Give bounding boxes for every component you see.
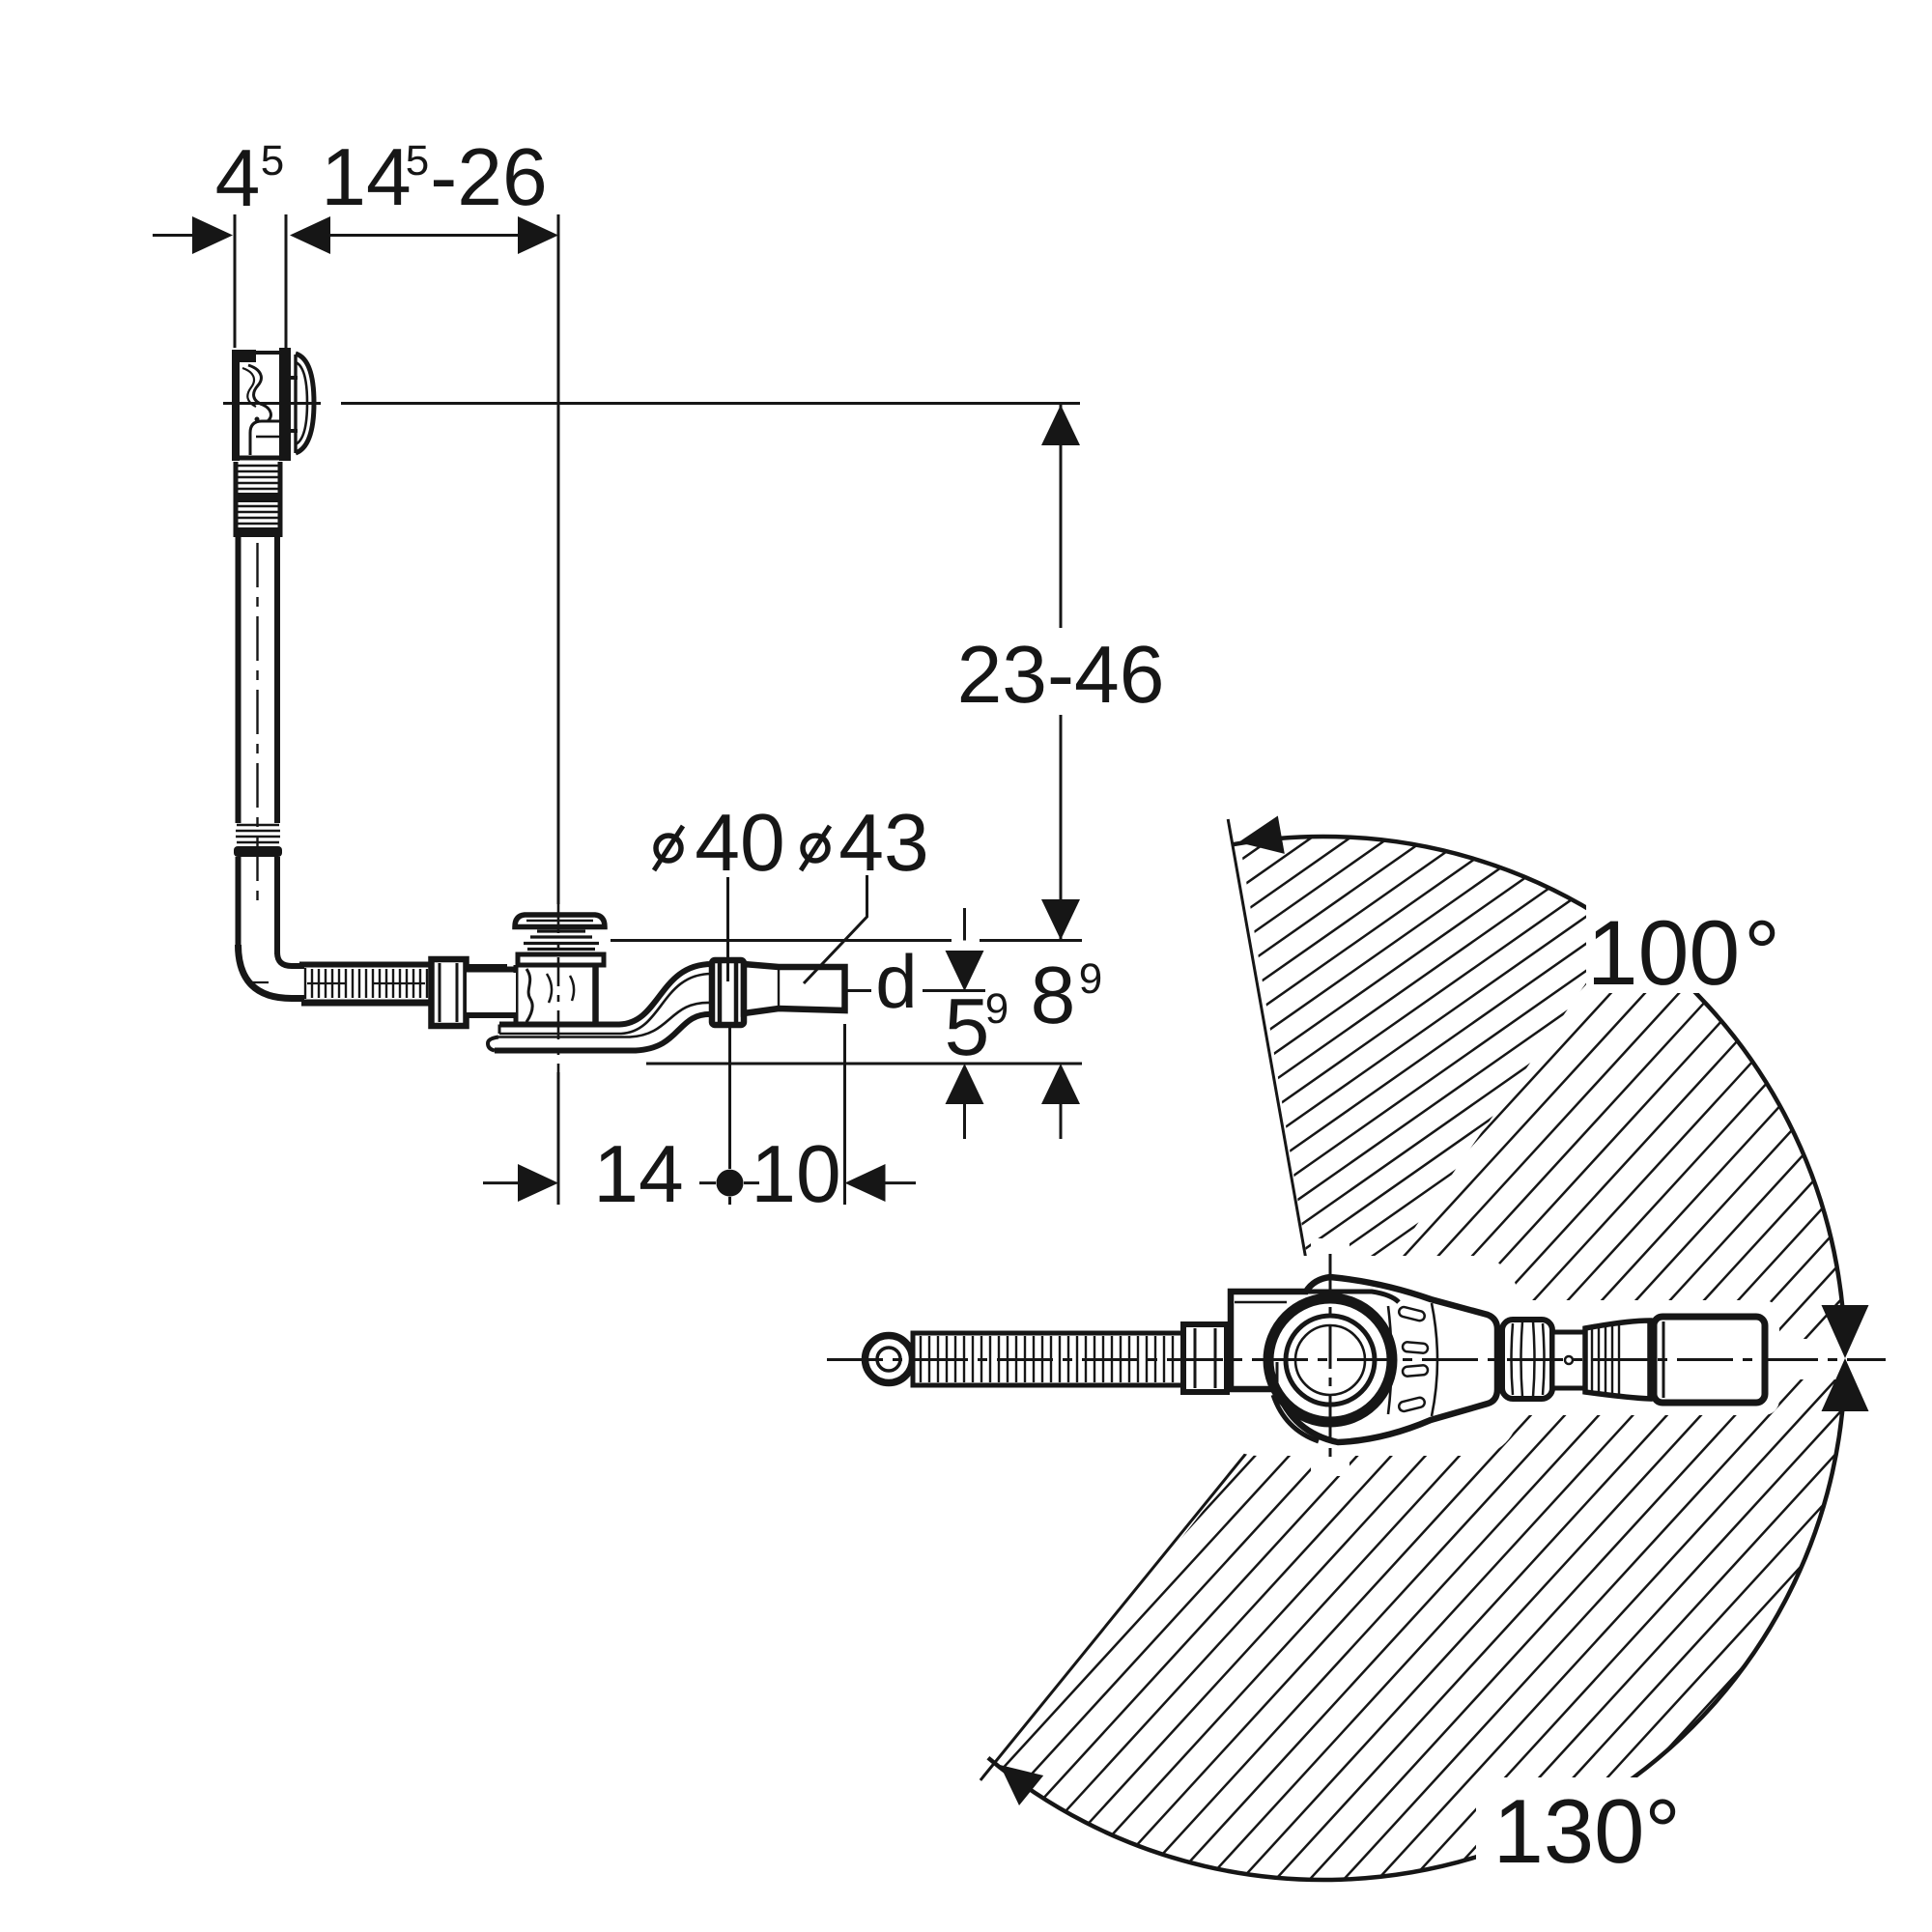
svg-text:5: 5 (261, 137, 284, 185)
svg-text:-26: -26 (430, 131, 547, 222)
svg-text:4: 4 (215, 132, 261, 223)
svg-text:°: ° (1644, 1780, 1681, 1882)
svg-text:9: 9 (985, 985, 1009, 1033)
svg-text:14: 14 (593, 1128, 683, 1219)
svg-text:°: ° (1744, 902, 1780, 1005)
svg-text:5: 5 (406, 137, 429, 185)
svg-text:14: 14 (321, 131, 411, 222)
svg-text:9: 9 (1079, 955, 1102, 1003)
svg-text:130: 130 (1493, 1780, 1645, 1882)
svg-text:43: 43 (838, 797, 928, 888)
svg-text:23-46: 23-46 (957, 629, 1165, 720)
svg-text:8: 8 (1031, 950, 1076, 1040)
svg-text:10: 10 (751, 1128, 840, 1219)
svg-text:5: 5 (945, 981, 990, 1072)
svg-text:d: d (875, 939, 917, 1024)
svg-text:100: 100 (1587, 902, 1741, 1005)
svg-text:40: 40 (695, 797, 784, 888)
